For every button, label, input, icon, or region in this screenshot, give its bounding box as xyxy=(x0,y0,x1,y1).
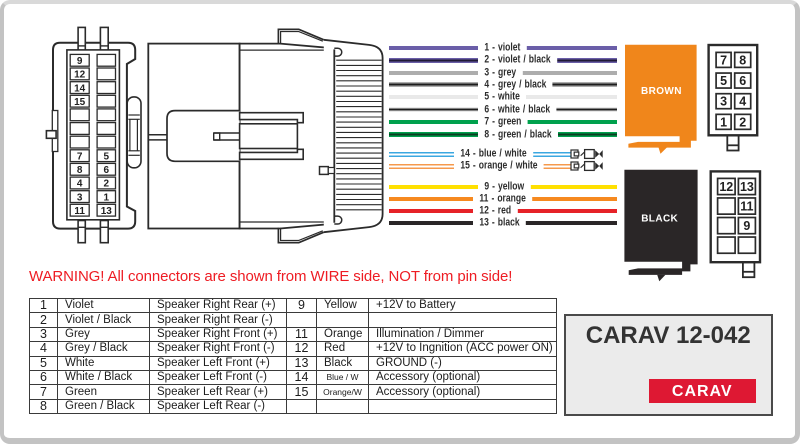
svg-text:3: 3 xyxy=(720,95,727,109)
svg-text:8: 8 xyxy=(739,53,746,67)
svg-text:2: 2 xyxy=(104,179,110,190)
svg-text:7: 7 xyxy=(77,151,83,162)
svg-text:11: 11 xyxy=(740,200,753,214)
svg-text:5: 5 xyxy=(104,151,110,162)
svg-text:BROWN: BROWN xyxy=(641,86,682,97)
svg-text:9: 9 xyxy=(77,56,83,67)
svg-text:3: 3 xyxy=(77,192,83,203)
svg-text:15: 15 xyxy=(74,97,86,108)
svg-text:13: 13 xyxy=(740,180,754,194)
svg-text:1: 1 xyxy=(720,115,727,129)
svg-text:12: 12 xyxy=(74,70,86,81)
svg-text:7: 7 xyxy=(720,53,727,67)
svg-text:1: 1 xyxy=(104,192,110,203)
svg-text:4: 4 xyxy=(77,179,83,190)
svg-text:11: 11 xyxy=(74,206,85,217)
svg-text:BLACK: BLACK xyxy=(641,214,678,225)
svg-text:9: 9 xyxy=(743,219,750,233)
svg-text:13: 13 xyxy=(101,206,113,217)
svg-text:6: 6 xyxy=(104,165,110,176)
svg-text:12: 12 xyxy=(719,180,733,194)
svg-text:8: 8 xyxy=(77,165,83,176)
svg-text:6: 6 xyxy=(739,74,746,88)
svg-text:14: 14 xyxy=(74,83,86,94)
svg-text:2: 2 xyxy=(739,115,746,129)
svg-text:5: 5 xyxy=(720,74,727,88)
svg-text:4: 4 xyxy=(739,95,746,109)
